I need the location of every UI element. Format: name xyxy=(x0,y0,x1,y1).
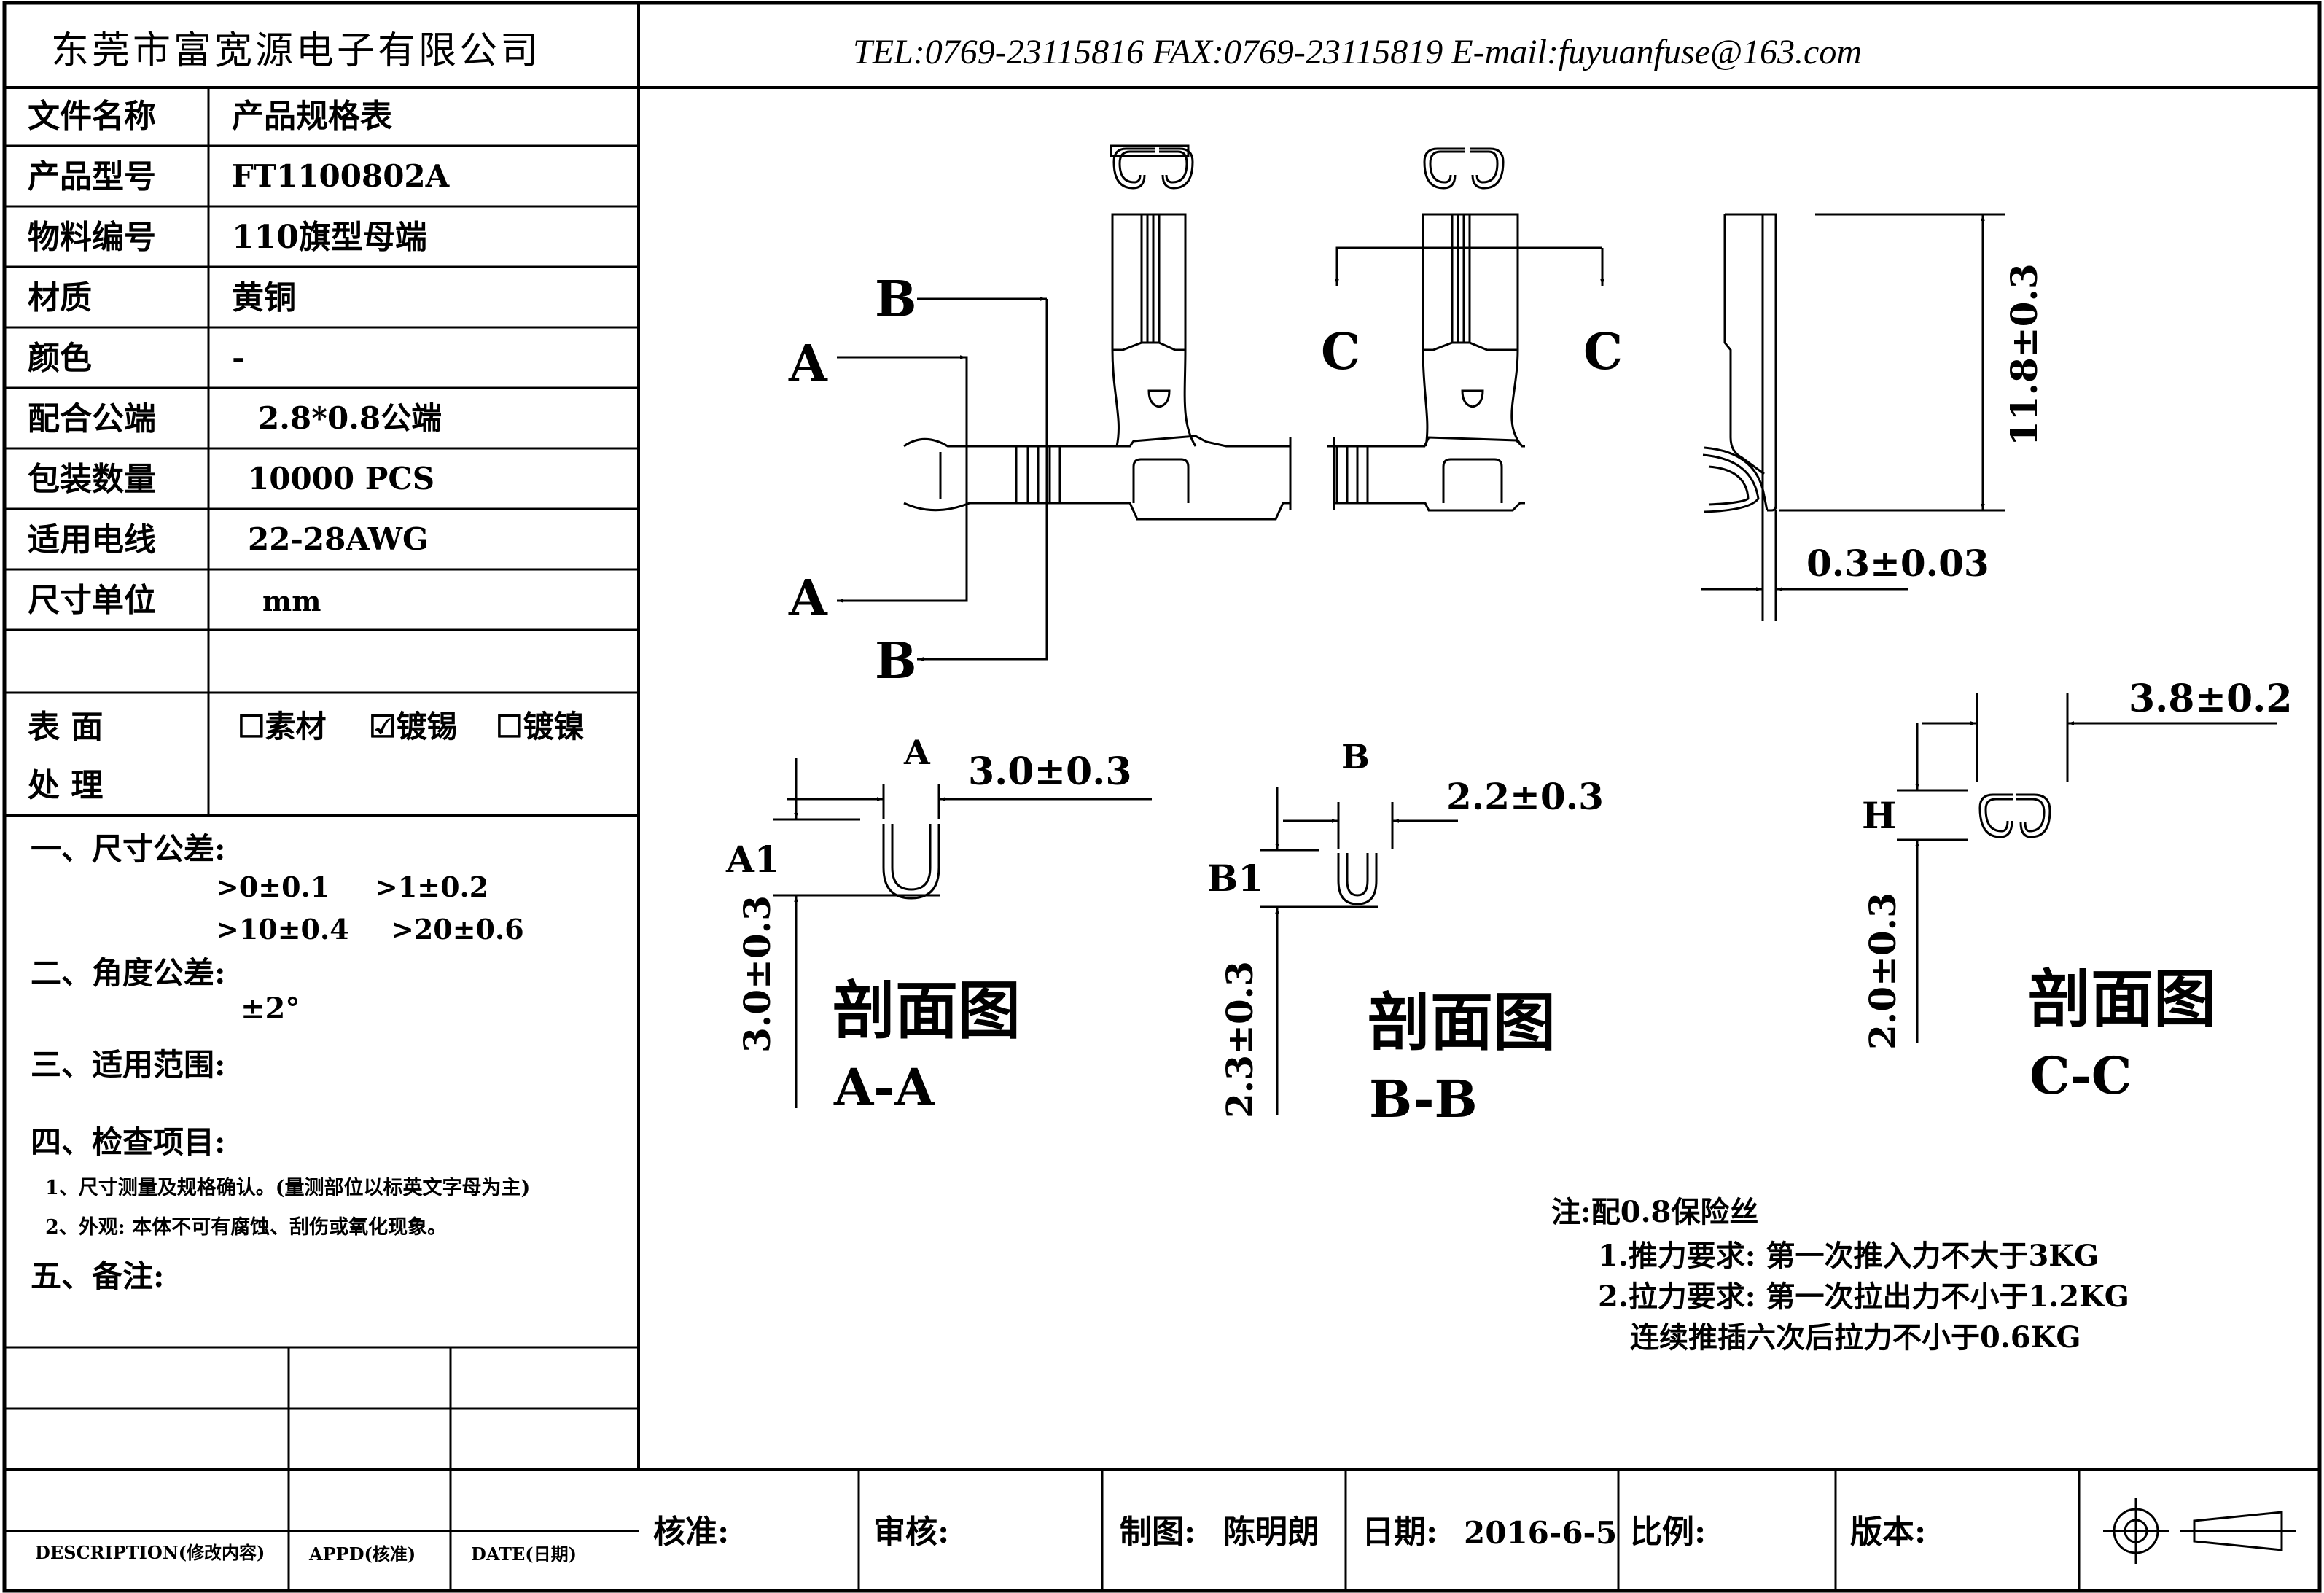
surface-option-tin[interactable]: ☑镀锡 xyxy=(369,709,458,744)
section-cut-markers xyxy=(837,246,1604,661)
label-c-left: C xyxy=(1321,323,1360,381)
spec-label-mating: 配合公端 xyxy=(28,400,156,437)
spec-value-model: FT1100802A xyxy=(232,158,450,194)
section-bb-name: B-B xyxy=(1369,1069,1478,1129)
section-bb-title: 剖面图 xyxy=(1368,986,1556,1059)
tolerance-4: >20±0.6 xyxy=(391,913,524,946)
terminal-side-view xyxy=(1702,213,1777,513)
spec-value-wire: 22-28AWG xyxy=(248,521,429,557)
spec-label-packing: 包装数量 xyxy=(28,461,156,498)
section-cc-drawing xyxy=(1897,693,2277,1043)
spec-value-unit: mm xyxy=(262,585,321,618)
spec-value-file-name: 产品规格表 xyxy=(232,98,392,135)
inspect-item-2: 2、外观: 本体不可有腐蚀、刮伤或氧化现象。 xyxy=(45,1216,448,1239)
spec-label-wire: 适用电线 xyxy=(28,521,156,558)
spec-value-packing: 10000 PCS xyxy=(248,461,435,496)
section-aa-title: 剖面图 xyxy=(832,974,1021,1048)
spec-value-material: 黄铜 xyxy=(232,279,296,316)
section-bb-width: 2.2±0.3 xyxy=(1446,775,1604,818)
title-date: 2016-6-5 xyxy=(1464,1515,1618,1551)
revision-appd: APPD(核准) xyxy=(309,1543,416,1565)
angle-value: ±2° xyxy=(241,992,300,1026)
spec-label-color: 颜色 xyxy=(28,340,92,377)
tolerance-1: >0±0.1 xyxy=(216,870,330,903)
checkbox-checked-icon: ☑ xyxy=(369,709,397,744)
inspect-item-1: 1、尺寸测量及规格确认。(量测部位以标英文字母为主) xyxy=(45,1177,531,1199)
title-review-label: 审核: xyxy=(873,1514,950,1551)
title-version-label: 版本: xyxy=(1850,1514,1927,1551)
revision-description: DESCRIPTION(修改内容) xyxy=(35,1542,265,1563)
spec-value-color: - xyxy=(232,340,246,377)
surface-label-1: 表 面 xyxy=(28,709,104,746)
section-cc-tag: H xyxy=(1862,794,1896,837)
angle-title: 二、角度公差: xyxy=(31,955,226,991)
dimension-height xyxy=(1701,213,2005,621)
section-aa-tag: A xyxy=(903,733,931,772)
section-cc-height: 2.0±0.3 xyxy=(1861,892,1904,1050)
contact-info: TEL:0769-23115816 FAX:0769-23115819 E-ma… xyxy=(853,33,1863,71)
title-check-label: 核准: xyxy=(653,1514,730,1551)
spec-label-material-no: 物料编号 xyxy=(28,219,156,256)
range-title: 三、适用范围: xyxy=(31,1047,226,1083)
label-c-right: C xyxy=(1583,323,1623,381)
terminal-strip-top-view xyxy=(903,144,1525,521)
projection-symbol-icon xyxy=(2103,1498,2296,1564)
section-bb-drawing xyxy=(1260,787,1458,1115)
tolerance-3: >10±0.4 xyxy=(216,913,349,946)
drawing-note-3: 连续推插六次后拉力不小于0.6KG xyxy=(1630,1320,2081,1355)
section-bb-tag2: B1 xyxy=(1207,857,1263,900)
dim-thickness-value: 0.3±0.03 xyxy=(1806,542,1989,585)
section-aa-height: 3.0±0.3 xyxy=(736,895,779,1053)
title-drawn-by: 陈明朗 xyxy=(1223,1514,1319,1551)
surface-label-2: 处 理 xyxy=(28,767,104,804)
tolerance-2: >1±0.2 xyxy=(375,870,489,903)
label-b-bottom: B xyxy=(875,632,916,690)
label-a-top: A xyxy=(788,335,828,393)
label-a-bottom: A xyxy=(788,569,828,628)
remark-title: 五、备注: xyxy=(31,1258,165,1294)
section-aa-drawing xyxy=(773,758,1152,1108)
spec-label-material: 材质 xyxy=(28,279,92,316)
revision-date: DATE(日期) xyxy=(471,1543,577,1565)
spec-label-model: 产品型号 xyxy=(28,158,156,195)
title-scale-label: 比例: xyxy=(1630,1514,1707,1551)
inspect-title: 四、检查项目: xyxy=(31,1124,226,1160)
section-cc-name: C-C xyxy=(2029,1045,2132,1106)
drawing-note-1: 1.推力要求: 第一次推入力不大于3KG xyxy=(1598,1239,2099,1273)
drawing-note-2: 2.拉力要求: 第一次拉出力不小于1.2KG xyxy=(1598,1280,2129,1314)
tolerance-title: 一、尺寸公差: xyxy=(31,831,226,867)
section-cc-width: 3.8±0.2 xyxy=(2129,677,2293,721)
surface-option-raw[interactable]: ☐素材 xyxy=(238,709,327,744)
checkbox-icon: ☐ xyxy=(238,709,265,744)
checkbox-icon: ☐ xyxy=(496,709,523,744)
dim-height-value: 11.8±0.3 xyxy=(2003,263,2046,446)
label-b-top: B xyxy=(875,270,916,329)
section-bb-tag: B xyxy=(1341,737,1370,776)
section-aa-name: A-A xyxy=(833,1057,935,1118)
section-bb-height: 2.3±0.3 xyxy=(1218,961,1261,1118)
spec-value-mating: 2.8*0.8公端 xyxy=(258,400,442,436)
section-aa-tag2: A1 xyxy=(725,838,780,881)
company-name: 东莞市富宽源电子有限公司 xyxy=(51,29,542,73)
section-cc-title: 剖面图 xyxy=(2028,962,2216,1036)
title-date-label: 日期: xyxy=(1362,1514,1438,1551)
spec-label-unit: 尺寸单位 xyxy=(28,582,156,619)
drawing-note-title: 注:配0.8保险丝 xyxy=(1551,1195,1758,1229)
spec-value-material-no: 110旗型母端 xyxy=(232,219,427,256)
surface-option-nickel[interactable]: ☐镀镍 xyxy=(496,709,585,744)
title-drawn-label: 制图: xyxy=(1120,1514,1196,1551)
spec-label-file-name: 文件名称 xyxy=(28,98,156,135)
section-aa-width: 3.0±0.3 xyxy=(968,749,1132,794)
